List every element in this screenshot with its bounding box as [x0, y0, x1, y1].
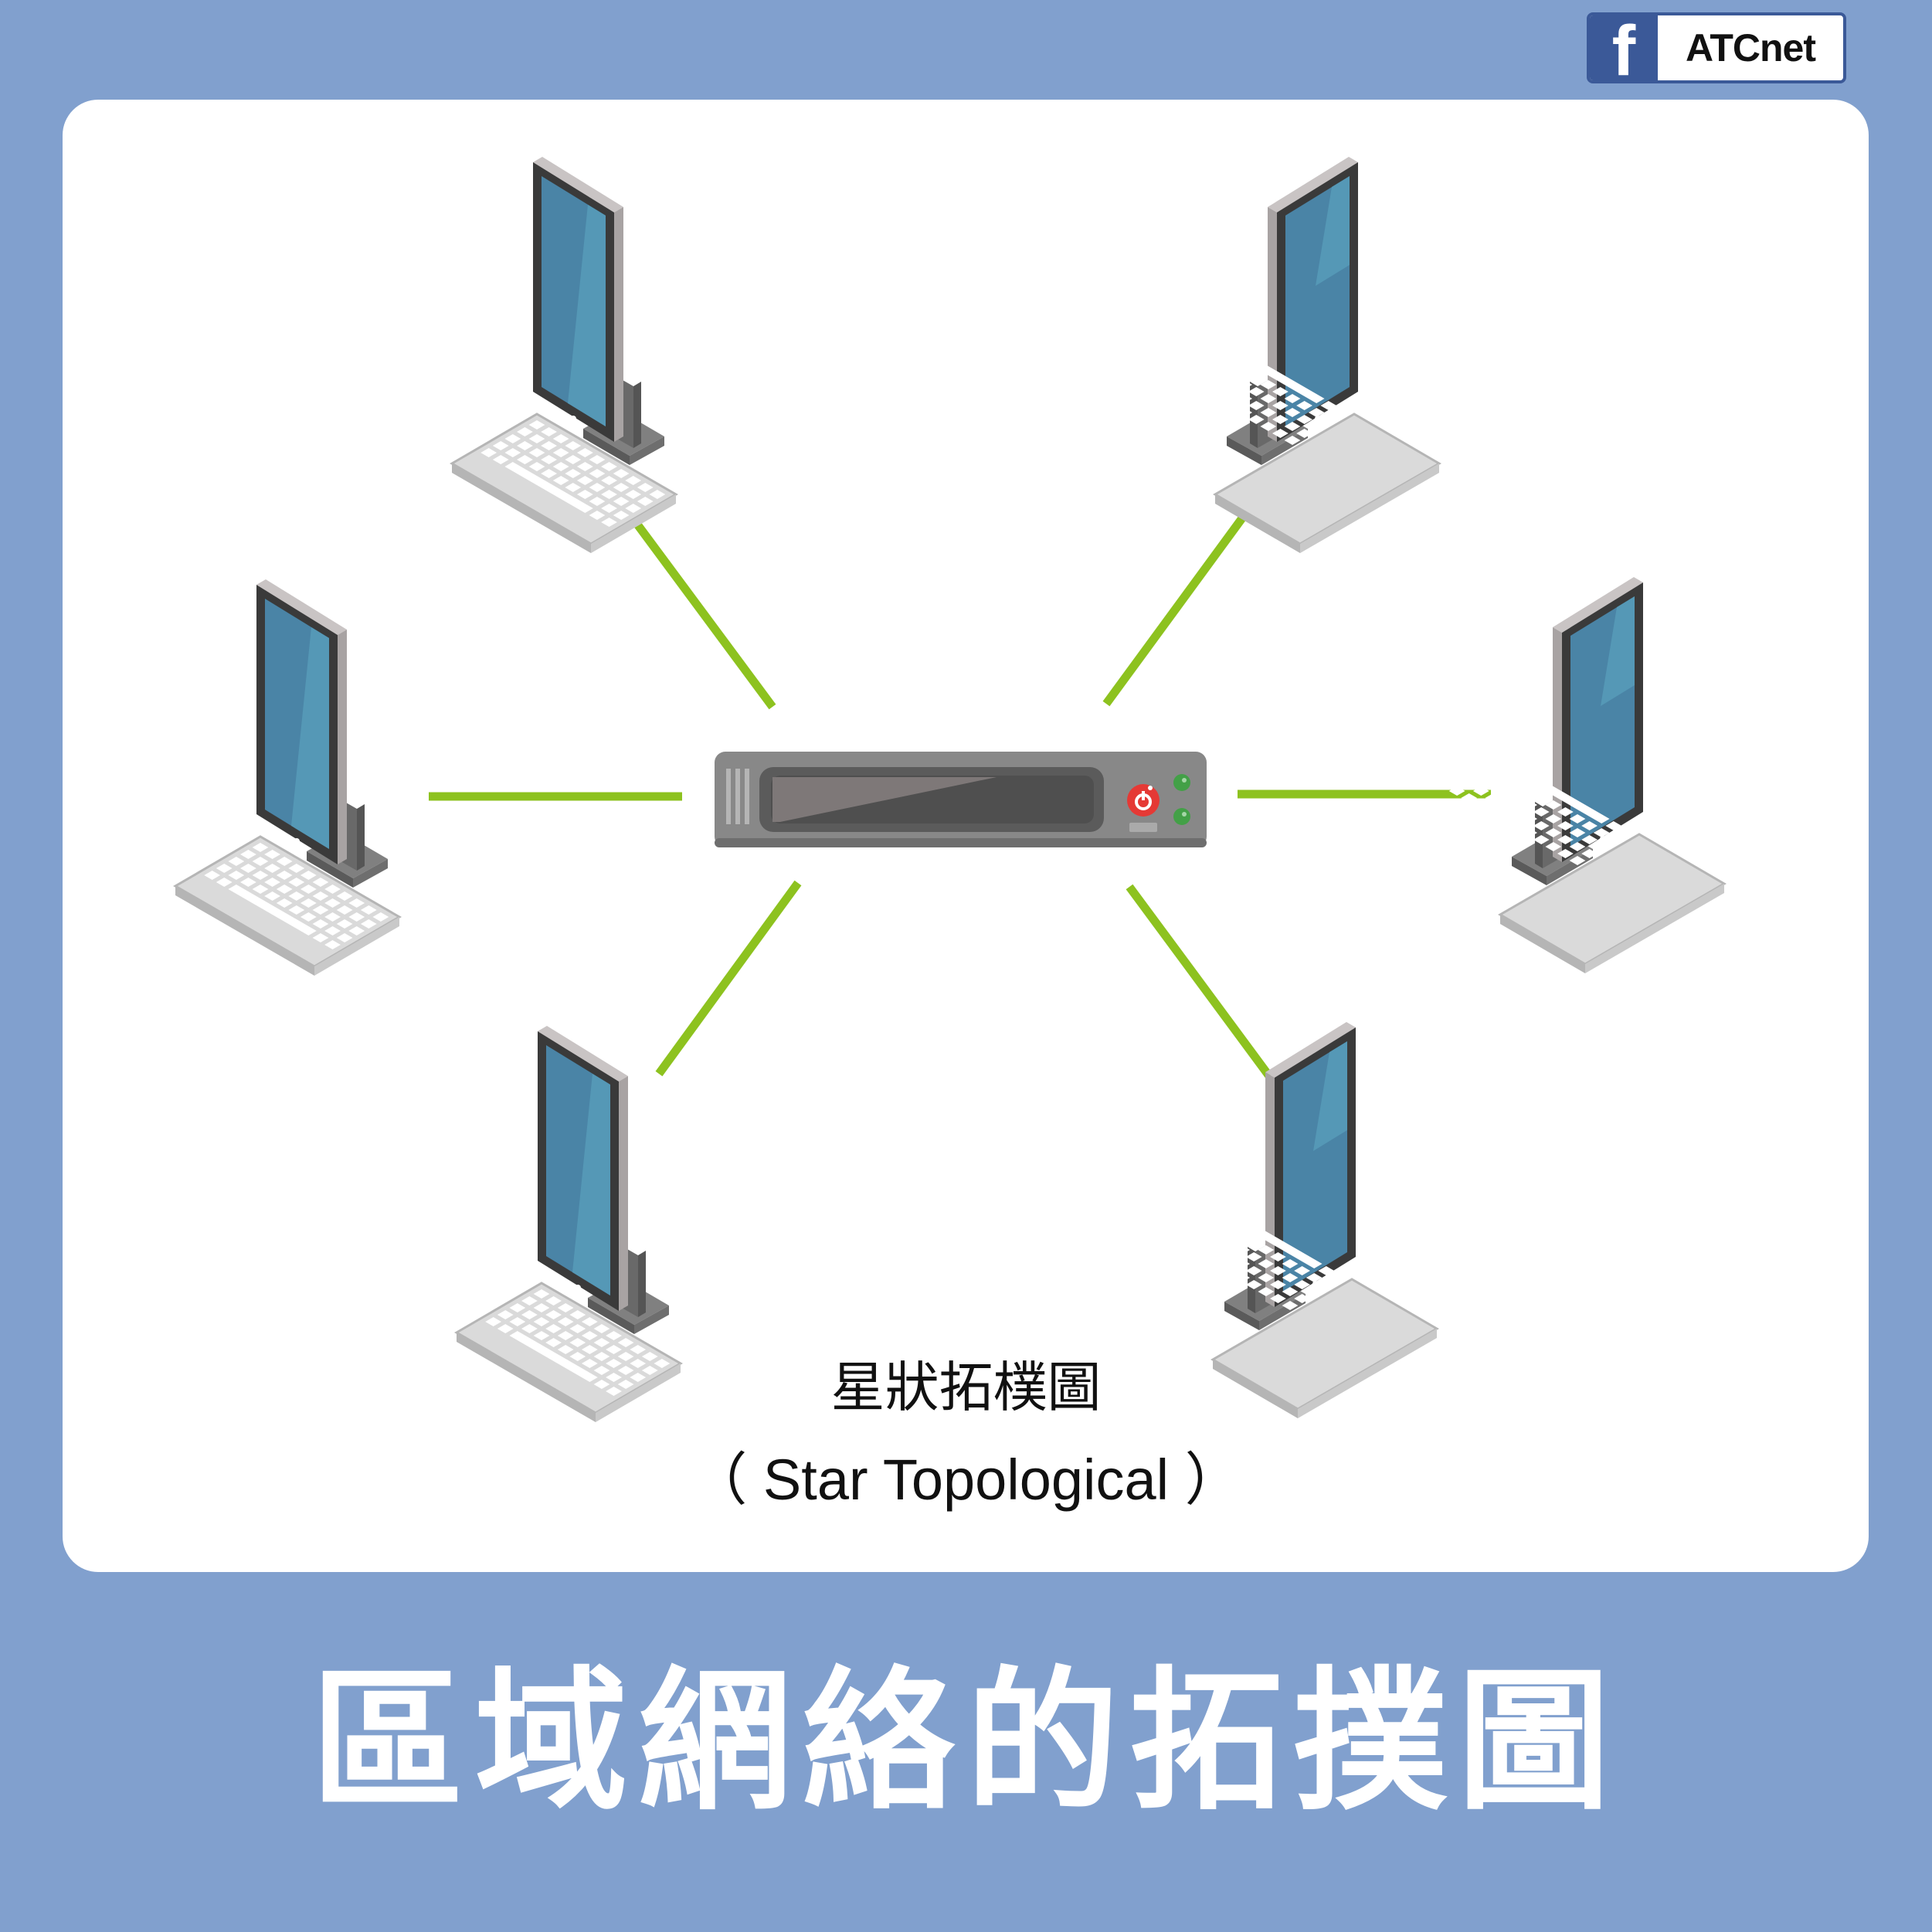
diagram-caption-chinese: 星狀拓樸圖: [830, 1356, 1102, 1419]
computer-right: [1448, 576, 1726, 975]
network-switch: [715, 752, 1207, 847]
link-top-right: [1102, 513, 1248, 707]
facebook-icon: f: [1590, 15, 1658, 80]
diagram-caption-english: （ Star Topological ）: [690, 1448, 1242, 1512]
facebook-badge[interactable]: f ATCnet: [1587, 12, 1846, 83]
computer-left: [175, 579, 399, 976]
brand-name: ATCnet: [1685, 26, 1816, 70]
computer-top-right: [1163, 155, 1441, 555]
network-links: [429, 513, 1491, 1079]
link-bottom-left: [655, 880, 802, 1077]
computer-top-left: [452, 157, 676, 553]
page-title: 區域網絡的拓撲圖: [311, 1652, 1621, 1831]
link-top-left: [630, 516, 776, 710]
link-bottom-right: [1126, 884, 1273, 1079]
